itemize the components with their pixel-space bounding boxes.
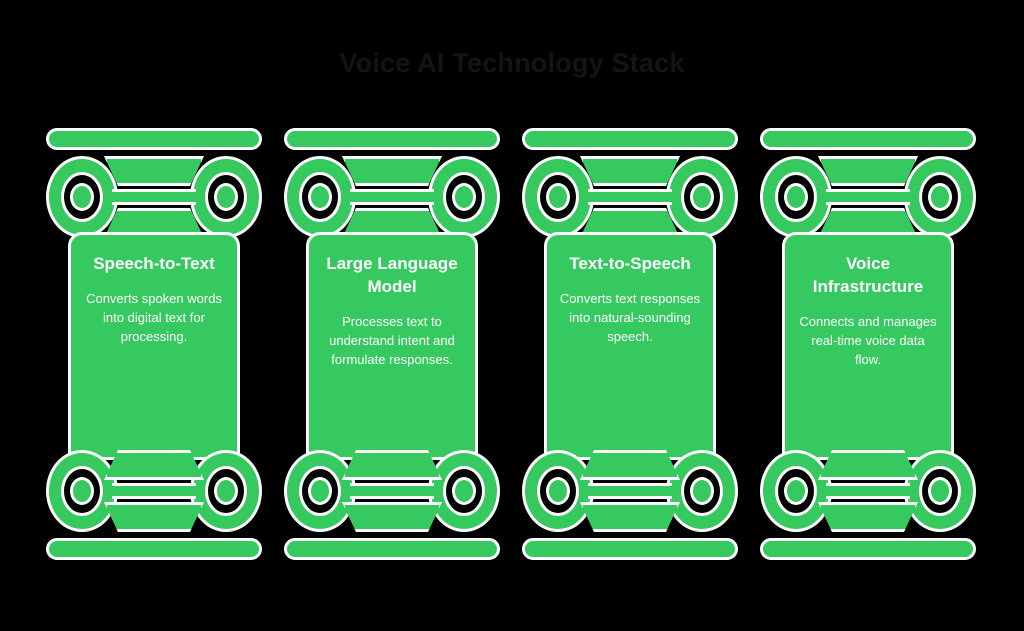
column-title: Speech-to-Text — [93, 254, 215, 273]
echinus-upper — [104, 156, 204, 186]
echinus-upper — [580, 450, 680, 480]
echinus-lower — [104, 502, 204, 532]
volute-right-icon — [666, 450, 738, 532]
column-speech-to-text[interactable]: Speech-to-Text Converts spoken words int… — [46, 128, 262, 560]
column-text-to-speech[interactable]: Text-to-Speech Converts text responses i… — [522, 128, 738, 560]
echinus-upper — [342, 450, 442, 480]
echinus-mid-bar — [588, 483, 672, 499]
plinth-bar-bottom — [522, 538, 738, 560]
echinus-lower — [818, 502, 918, 532]
volute-right-icon — [666, 156, 738, 238]
ionic-capital-icon — [760, 156, 976, 238]
echinus-lower — [342, 502, 442, 532]
column-title: Voice Infrastructure — [812, 254, 924, 296]
column-shaft[interactable]: Text-to-Speech Converts text responses i… — [544, 232, 716, 460]
plinth-bar-bottom — [284, 538, 500, 560]
volute-right-icon — [904, 450, 976, 532]
ionic-base-icon — [46, 450, 262, 532]
ionic-base-icon — [522, 450, 738, 532]
column-title: Large Language Model — [326, 254, 458, 296]
page-title: Voice AI Technology Stack — [339, 48, 685, 78]
volute-left-icon — [760, 156, 832, 238]
column-shaft[interactable]: Speech-to-Text Converts spoken words int… — [68, 232, 240, 460]
ionic-capital-icon — [46, 156, 262, 238]
abacus-bar-top — [284, 128, 500, 150]
echinus-mid-bar — [350, 189, 434, 205]
echinus-lower — [580, 502, 680, 532]
echinus-shape — [104, 156, 204, 238]
echinus-shape — [342, 450, 442, 532]
echinus-shape — [342, 156, 442, 238]
column-title: Text-to-Speech — [569, 254, 691, 273]
column-description: Converts spoken words into digital text … — [86, 290, 222, 344]
plinth-bar-bottom — [760, 538, 976, 560]
column-description: Connects and manages real-time voice dat… — [799, 313, 937, 367]
abacus-bar-top — [46, 128, 262, 150]
echinus-shape — [104, 450, 204, 532]
volute-right-icon — [428, 156, 500, 238]
echinus-mid-bar — [112, 483, 196, 499]
column-voice-infrastructure[interactable]: Voice Infrastructure Connects and manage… — [760, 128, 976, 560]
column-shaft[interactable]: Voice Infrastructure Connects and manage… — [782, 232, 954, 460]
abacus-bar-top — [522, 128, 738, 150]
volute-right-icon — [904, 156, 976, 238]
plinth-bar-bottom — [46, 538, 262, 560]
echinus-upper — [342, 156, 442, 186]
echinus-upper — [818, 450, 918, 480]
volute-left-icon — [522, 450, 594, 532]
volute-left-icon — [760, 450, 832, 532]
echinus-shape — [818, 156, 918, 238]
volute-right-icon — [428, 450, 500, 532]
echinus-mid-bar — [112, 189, 196, 205]
echinus-mid-bar — [350, 483, 434, 499]
abacus-bar-top — [760, 128, 976, 150]
echinus-mid-bar — [588, 189, 672, 205]
ionic-capital-icon — [284, 156, 500, 238]
column-large-language-model[interactable]: Large Language Model Processes text to u… — [284, 128, 500, 560]
echinus-shape — [580, 450, 680, 532]
echinus-upper — [580, 156, 680, 186]
echinus-upper — [104, 450, 204, 480]
column-description: Converts text responses into natural-sou… — [559, 290, 701, 344]
column-shaft[interactable]: Large Language Model Processes text to u… — [306, 232, 478, 460]
volute-left-icon — [522, 156, 594, 238]
volute-left-icon — [284, 156, 356, 238]
echinus-shape — [580, 156, 680, 238]
column-description: Processes text to understand intent and … — [329, 313, 455, 367]
echinus-upper — [818, 156, 918, 186]
ionic-base-icon — [284, 450, 500, 532]
volute-left-icon — [46, 156, 118, 238]
ionic-capital-icon — [522, 156, 738, 238]
ionic-base-icon — [760, 450, 976, 532]
echinus-mid-bar — [826, 189, 910, 205]
echinus-shape — [818, 450, 918, 532]
echinus-mid-bar — [826, 483, 910, 499]
